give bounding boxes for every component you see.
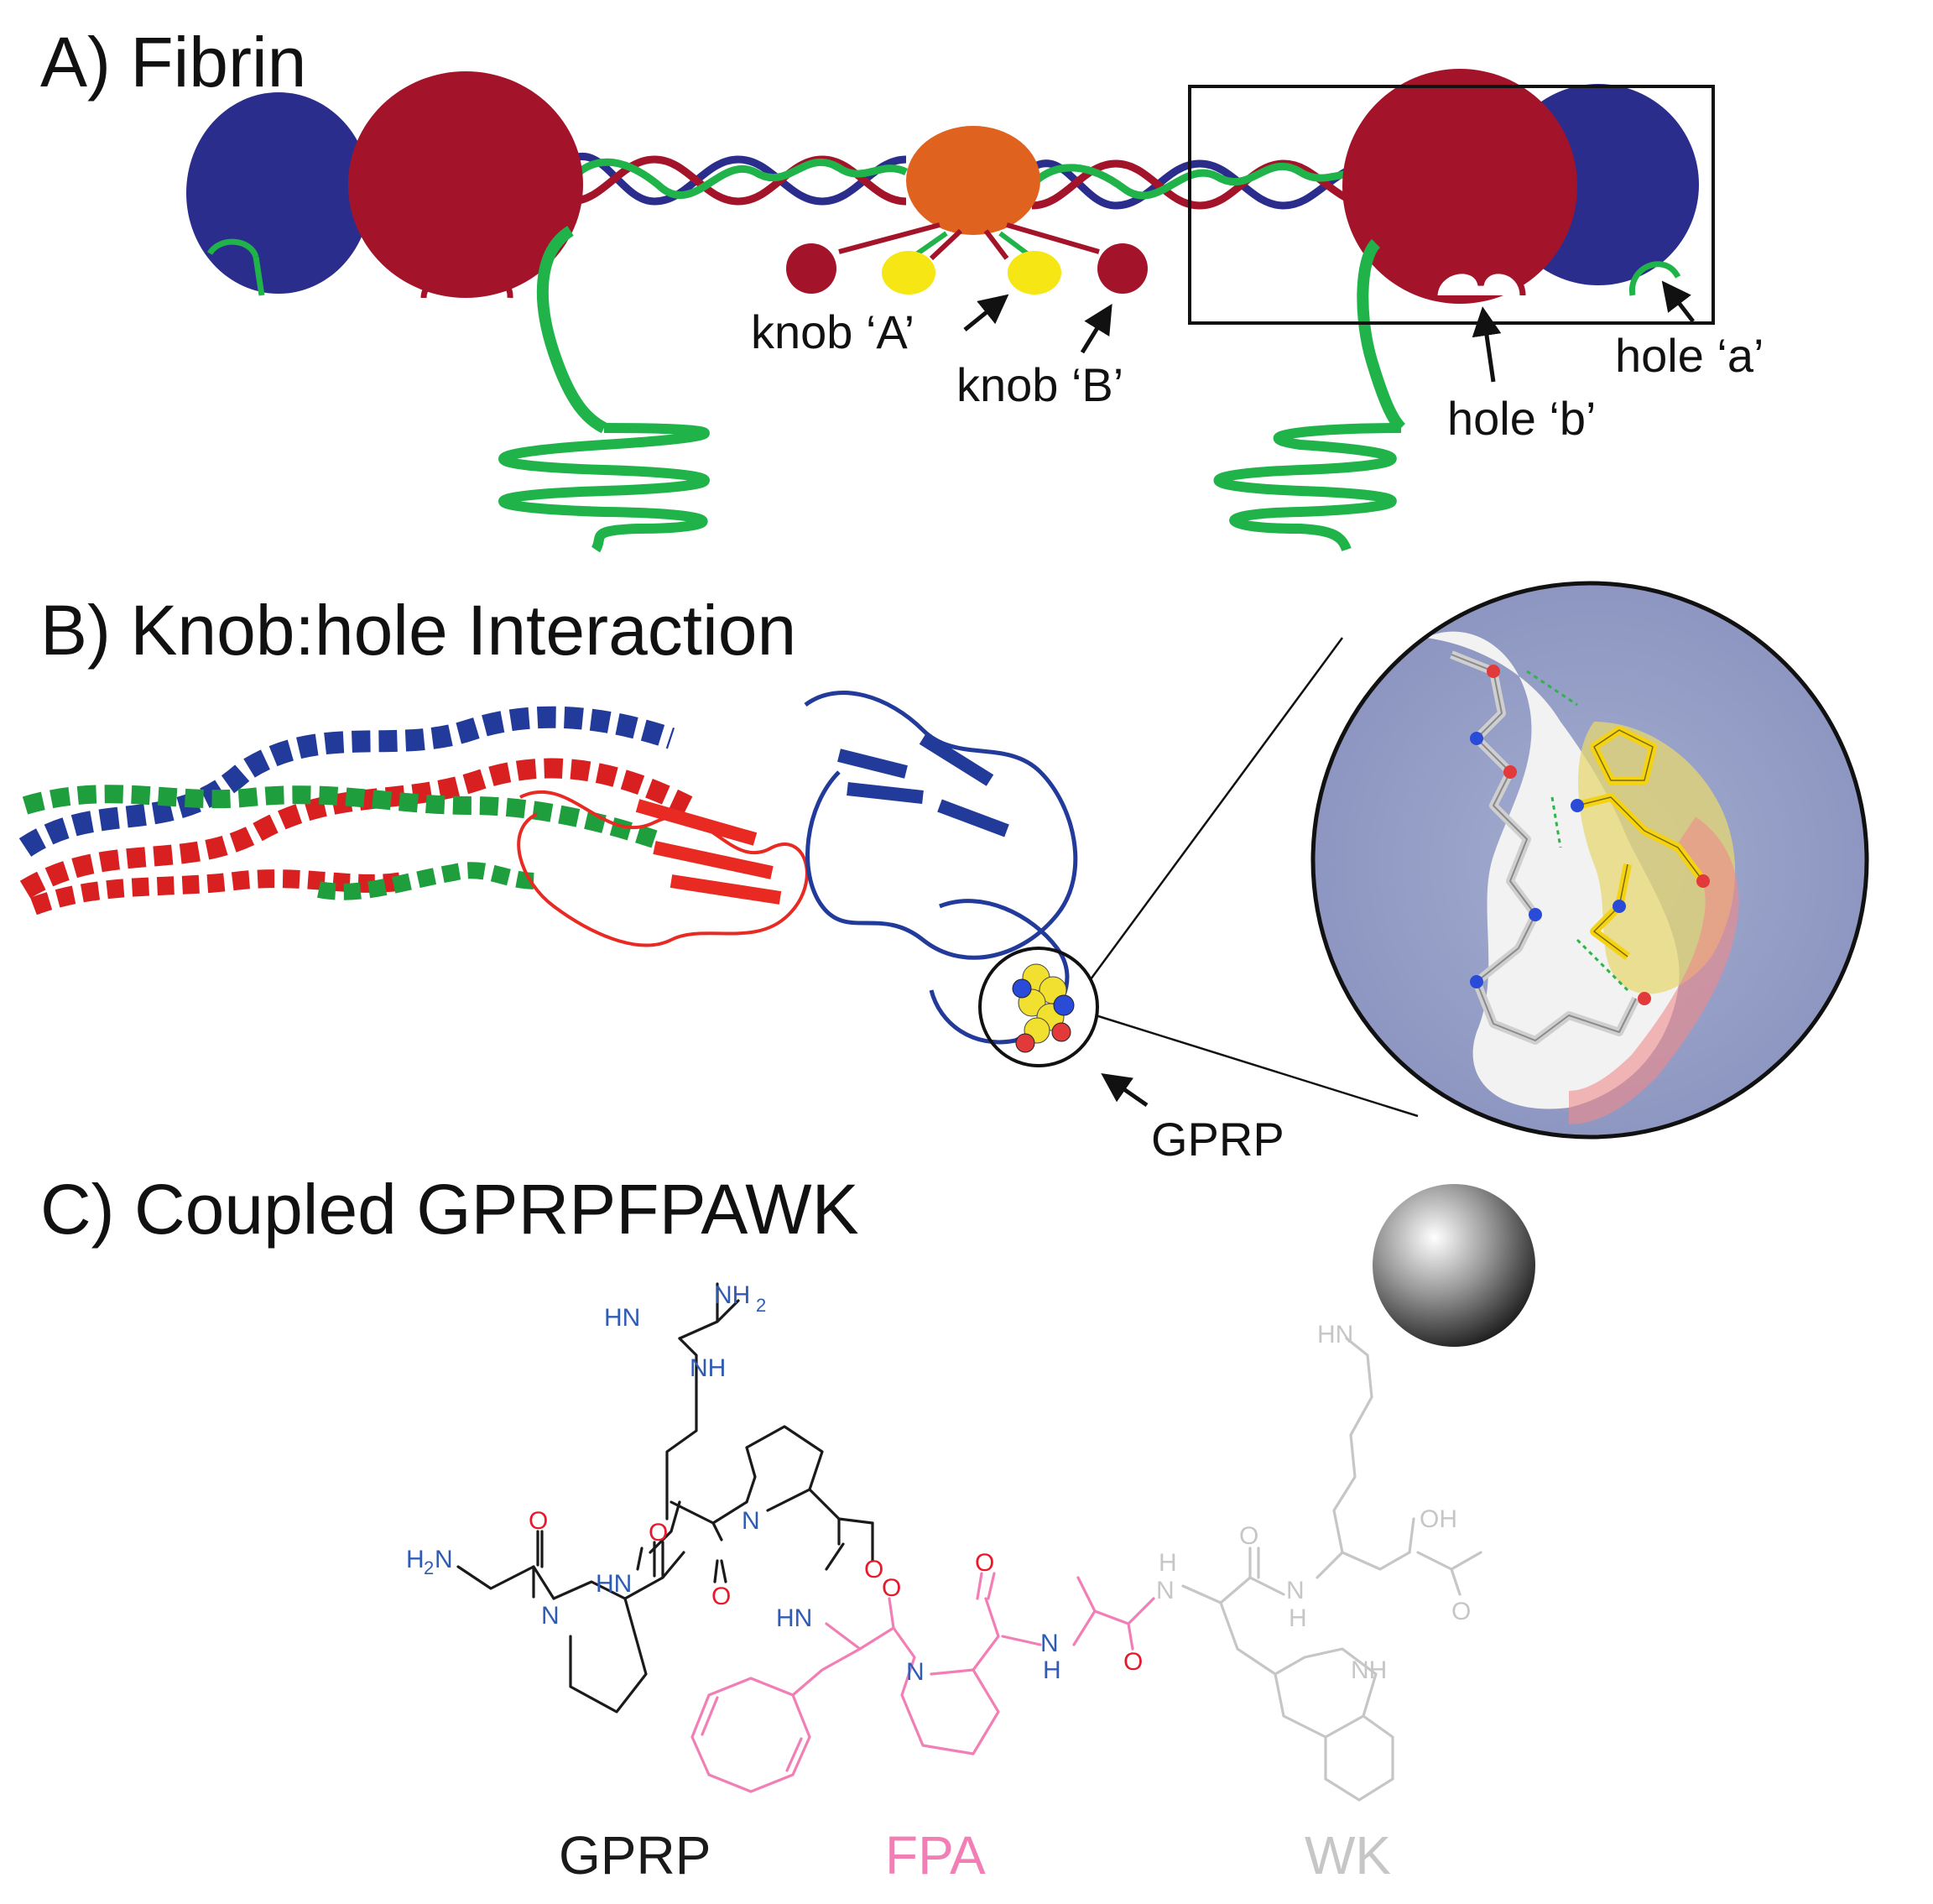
knob-a-arrow — [963, 294, 1009, 331]
atom-hn-arg: HN — [596, 1570, 632, 1598]
hole-b-right — [1431, 268, 1526, 296]
atom-n-pro3: N — [906, 1658, 925, 1686]
panel-b: B) Knob:hole Interaction — [18, 581, 1869, 1166]
helix-red-bottom — [30, 869, 404, 915]
atom-hn-bead: HN — [1317, 1321, 1353, 1348]
atom-nh-trp-h: H — [1159, 1549, 1177, 1577]
gprp-spheres — [1012, 963, 1075, 1053]
panel-c: C) Coupled GPRPFPAWK — [40, 1170, 1535, 1886]
panel-a-title: A) Fibrin — [40, 23, 306, 102]
segment-label-wk: WK — [1305, 1825, 1391, 1886]
zoom-line-top — [1089, 637, 1344, 980]
resin-bead — [1373, 1184, 1535, 1347]
atom-nh-indole: NH — [1351, 1656, 1387, 1684]
helix-blue — [18, 706, 675, 857]
coil-strand-blue-right — [1029, 159, 1377, 210]
knob-b-label: knob ‘B’ — [956, 358, 1123, 411]
atom-o-lys: O — [1451, 1598, 1471, 1625]
fibrinopeptide-linkers — [838, 222, 1100, 261]
gprp-label: GPRP — [1151, 1113, 1284, 1166]
coil-strand-green-right — [1029, 163, 1378, 200]
hole-a-arrow — [1661, 280, 1695, 323]
gprp-highlight-circle — [978, 947, 1099, 1067]
atom-o-pro1: O — [649, 1519, 668, 1547]
hole-b-arrow — [1472, 306, 1502, 383]
protein-ribbon — [18, 691, 1078, 1045]
blue-domain-left — [186, 92, 371, 294]
atom-labels: NH 2 HN NH H 2 N HN HN N N N N H N H N H… — [406, 1281, 1471, 1686]
green-linkers — [909, 231, 1035, 261]
hole-a-green-left — [207, 238, 259, 258]
helix-green-top — [22, 785, 658, 848]
atom-oh: OH — [1420, 1505, 1457, 1533]
atom-n-pro2: N — [742, 1507, 760, 1535]
atom-nh-lys-h: H — [1289, 1604, 1307, 1632]
blue-loops — [804, 691, 1078, 960]
blue-sheet — [837, 733, 1009, 837]
alpha-c-chain-left — [536, 226, 607, 434]
atom-nh2: NH — [714, 1281, 750, 1309]
panel-c-title: C) Coupled GPRPFPAWK — [40, 1170, 859, 1249]
knob-b-arrow — [1080, 304, 1112, 354]
wk-structure — [1181, 1337, 1482, 1802]
knob-a-left — [882, 251, 935, 295]
red-sheet — [635, 799, 782, 905]
hole-a-green-right — [1629, 261, 1681, 296]
zoom-line-bottom — [1095, 1014, 1419, 1118]
atom-h2n-sub: 2 — [424, 1557, 434, 1578]
atom-o-phe: O — [882, 1574, 901, 1602]
alpha-c-coil-right — [1213, 423, 1402, 552]
green-tail-left — [253, 256, 265, 296]
coil-strand-blue-left — [568, 153, 907, 206]
atom-nh-trp-n: N — [1156, 1577, 1175, 1604]
hole-b-label: hole ‘b’ — [1447, 392, 1596, 445]
helix-green-bottom — [317, 862, 538, 900]
knob-a-right — [1008, 251, 1061, 295]
segment-label-fpa: FPA — [885, 1825, 986, 1886]
knob-b-right — [1097, 243, 1148, 294]
red-domain-right — [1342, 69, 1577, 304]
coil-strand-green-left — [567, 158, 909, 199]
atom-o-pro2: O — [864, 1556, 883, 1583]
alpha-c-coil-left — [498, 423, 710, 553]
atom-h2n-h: H — [406, 1546, 425, 1573]
knob-a-label: knob ‘A’ — [751, 305, 914, 358]
gprp-arrow — [1101, 1073, 1149, 1108]
atom-nh-ala-n: N — [1040, 1630, 1059, 1657]
fpa-structure — [690, 1572, 1155, 1793]
binding-pocket-zoom — [1313, 583, 1867, 1137]
red-loops — [517, 790, 809, 947]
knob-b-left — [786, 243, 836, 294]
atom-nh-lys-n: N — [1286, 1577, 1305, 1604]
hole-b-left — [420, 274, 513, 299]
gprp-structure — [456, 1282, 874, 1714]
atom-hn-guanidine: HN — [604, 1304, 640, 1332]
atom-o-ala: O — [1123, 1648, 1143, 1676]
panel-a: A) Fibrin knob ‘A’ knob ‘B’ — [40, 23, 1764, 553]
atom-o-pro3: O — [975, 1549, 994, 1577]
atom-nh-ala-h: H — [1043, 1656, 1061, 1684]
atom-nh2-sub: 2 — [756, 1295, 766, 1316]
atom-o-gly: O — [529, 1507, 548, 1535]
atom-o-trp: O — [1239, 1522, 1258, 1550]
hole-a-label: hole ‘a’ — [1615, 329, 1764, 382]
atom-n-pro1: N — [541, 1602, 560, 1630]
red-domain-left — [348, 71, 583, 298]
alpha-c-chain-right — [1357, 239, 1406, 432]
atom-o-arg: O — [711, 1583, 731, 1610]
segment-label-gprp: GPRP — [559, 1825, 711, 1886]
zoom-circle — [1310, 581, 1869, 1140]
panel-b-title: B) Knob:hole Interaction — [40, 591, 796, 670]
atom-hn-phe: HN — [776, 1604, 812, 1632]
zoom-box-panel-a — [1188, 85, 1715, 325]
coiled-coil — [567, 153, 1378, 210]
atom-nh-guanidine: NH — [690, 1354, 726, 1382]
atom-h2n-n: N — [435, 1546, 453, 1573]
e-domain — [906, 126, 1040, 235]
